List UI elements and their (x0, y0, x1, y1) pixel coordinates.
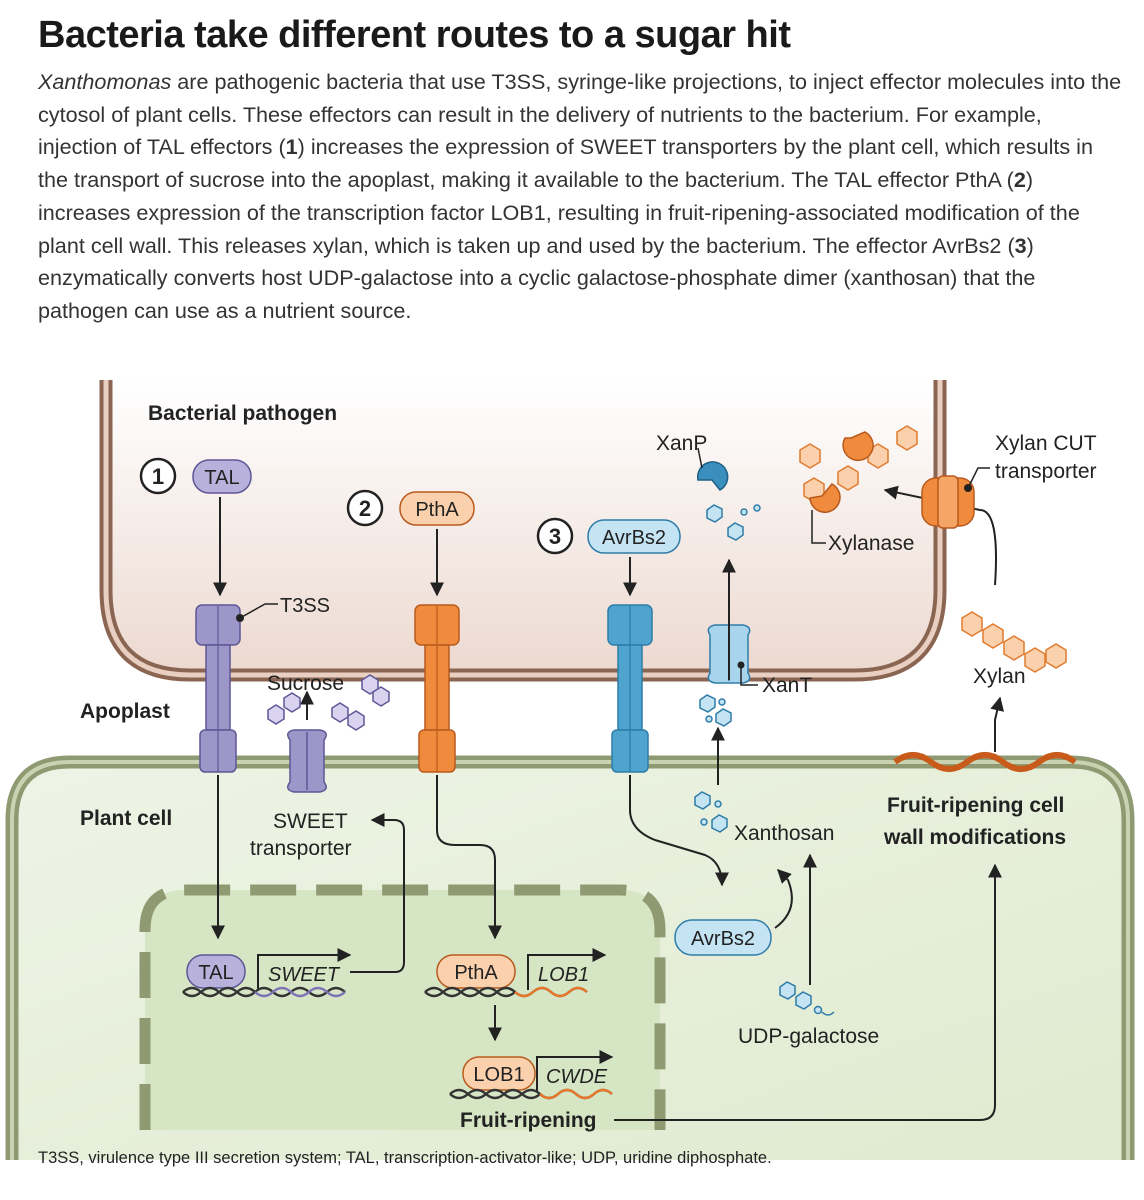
cell-wall-modification-wave (893, 752, 1077, 772)
cwde-gene-label: CWDE (546, 1066, 608, 1088)
region-label-plant-cell: Plant cell (80, 807, 172, 830)
xylanase-enzyme-2 (842, 431, 874, 462)
xylan-label: Xylan (973, 665, 1026, 688)
description-part: ) increases the expression of SWEET tran… (38, 134, 1093, 193)
udp-galactose-molecule (779, 981, 835, 1016)
xylan-cut-transporter (921, 475, 975, 529)
bacterium (99, 380, 947, 682)
ptha-in-nucleus-pill (436, 954, 516, 989)
xanp-label: XanP (656, 432, 707, 455)
sweet-transporter-label-line2: transporter (250, 837, 352, 860)
pathway-number-1-badge (139, 457, 177, 495)
footnote: T3SS, virulence type III secretion syste… (38, 1149, 772, 1167)
description-part: ) increases expression of the transcript… (38, 167, 1080, 258)
wall-mod-label-line2: wall modifications (883, 826, 1066, 849)
figure-title: Bacteria take different routes to a suga… (38, 14, 791, 56)
avrbs2-effector-pill (587, 519, 681, 554)
description-number: 3 (1014, 232, 1027, 258)
nucleus (139, 884, 666, 1130)
xylan-chain (961, 611, 1067, 673)
tal-in-nucleus-pill (186, 954, 246, 989)
avrbs2-in-cytosol-label: AvrBs2 (691, 928, 755, 950)
description-part: are pathogenic bacteria that use T3SS, s… (38, 69, 1122, 160)
pathway-number-1: 1 (152, 464, 164, 489)
genus-name: Xanthomonas (38, 69, 172, 94)
ptha-effector-label: PthA (415, 499, 459, 521)
xanthosan-molecule (694, 791, 728, 833)
lob1-gene-label: LOB1 (538, 964, 589, 986)
pathway-number-2: 2 (359, 496, 371, 521)
pathway-number-3-badge (536, 517, 574, 555)
t3ss-syringe-purple (195, 604, 241, 773)
pathway-number-3: 3 (549, 524, 561, 549)
xylanase-enzyme-1 (809, 483, 841, 513)
sweet-transporter-label-line1: SWEET (273, 810, 348, 833)
pathway-3: 3 AvrBs2 AvrBs2 UDP-galactose Xanthosan (536, 432, 879, 1048)
xant-label: XanT (762, 674, 812, 697)
fruit-ripening-label: Fruit-ripening (460, 1109, 596, 1132)
description-number: 2 (1013, 167, 1026, 193)
t3ss-syringe-orange (414, 604, 460, 773)
t3ss-syringe-blue (607, 604, 653, 773)
pathway-2: 2 PthA PthA LOB1 LOB1 CWDE Fruit-ripenin… (346, 489, 1002, 1132)
xylan-cut-label-line2: transporter (995, 460, 1097, 483)
sweet-transporter (287, 729, 327, 793)
wall-mod-label-line1: Fruit-ripening cell (887, 794, 1064, 817)
t3ss-label: T3SS (280, 595, 330, 617)
udp-galactose-label: UDP-galactose (738, 1025, 879, 1048)
sucrose-molecules (267, 674, 390, 731)
xylan-cut-label-line1: Xylan CUT (995, 432, 1097, 455)
region-label-bacterial-pathogen: Bacterial pathogen (148, 402, 337, 425)
figure-description: Xanthomonas are pathogenic bacteria that… (38, 66, 1123, 328)
description-part: ) enzymatically converts host UDP-galact… (38, 232, 1036, 323)
pathway-number-2-badge (346, 489, 384, 527)
pathway-diagram: Bacterial pathogen Apoplast Plant cell 1… (5, 380, 1135, 1160)
ptha-in-nucleus-label: PthA (454, 962, 498, 984)
sucrose-label: Sucrose (267, 672, 344, 695)
xylan-pathway: Xylan Xylan CUT transporter Xylanase Fru (799, 425, 1097, 849)
sweet-gene-label: SWEET (268, 964, 341, 986)
tal-in-nucleus-label: TAL (198, 962, 233, 984)
avrbs2-in-cytosol-pill (674, 919, 772, 956)
xanthosan-apoplast (699, 694, 732, 727)
xanp-protein (696, 461, 729, 491)
ptha-effector-pill (399, 491, 475, 526)
tal-effector-label: TAL (204, 467, 239, 489)
xylanase-label: Xylanase (828, 532, 914, 555)
avrbs2-effector-label: AvrBs2 (602, 527, 666, 549)
xanthosan-label: Xanthosan (734, 822, 834, 845)
xanthosan-in-bacterium (706, 504, 761, 541)
description-number: 1 (285, 134, 298, 160)
lob1-factor-label: LOB1 (473, 1064, 524, 1086)
dna-strand-sweet (182, 986, 346, 998)
pathway-1: 1 TAL T3SS Sucrose SWEET t (139, 457, 405, 998)
region-label-apoplast: Apoplast (80, 700, 170, 723)
tal-effector-pill (192, 459, 252, 494)
